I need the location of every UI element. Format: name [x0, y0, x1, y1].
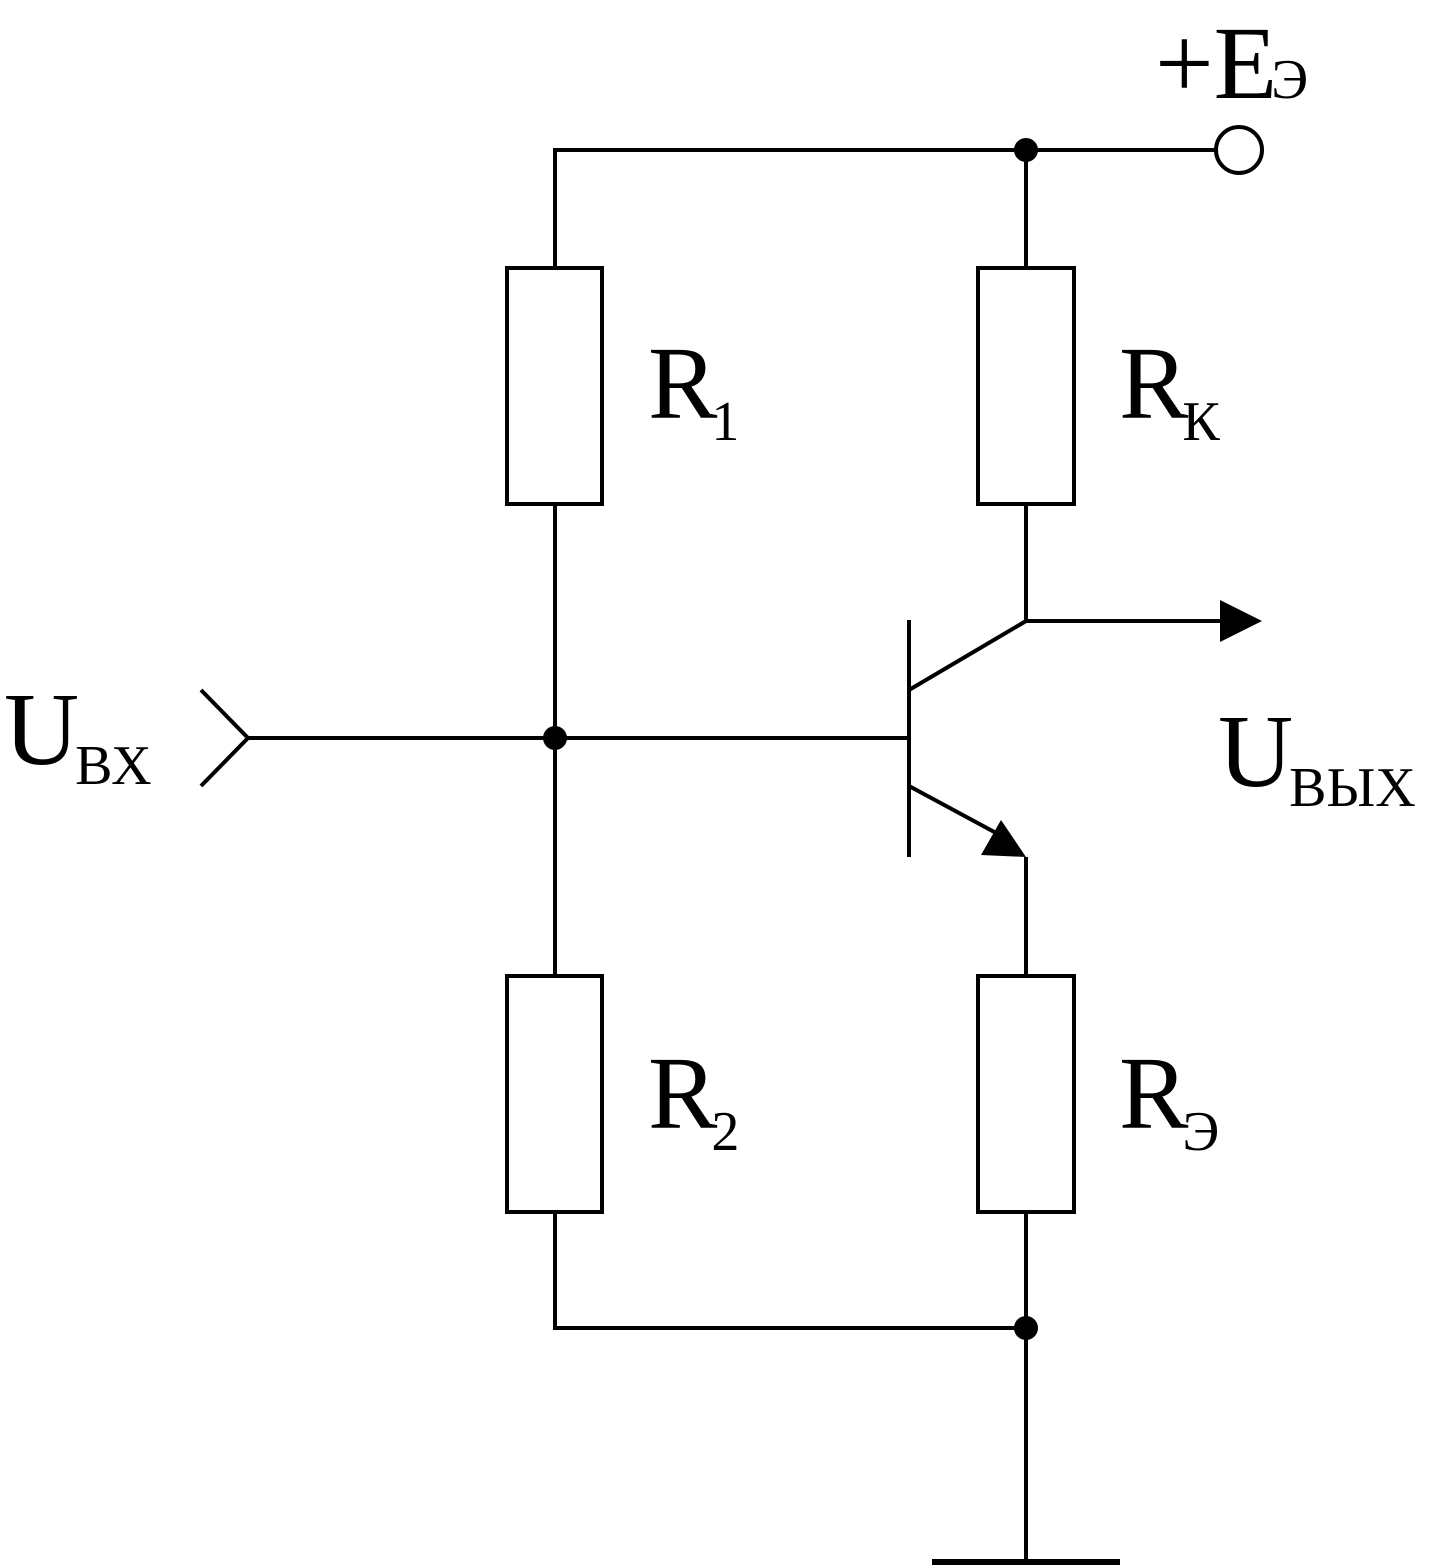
resistor-re	[976, 974, 1076, 1214]
resistor-rk	[976, 266, 1076, 506]
r2-label: R2	[648, 1036, 739, 1163]
transistor-collector-lead	[907, 619, 1028, 692]
transistor-emitter-lead	[908, 784, 999, 836]
resistor-r1	[505, 266, 604, 506]
emitter-arrow	[981, 820, 1026, 857]
input-label: UВХ	[4, 672, 152, 797]
npn-transistor	[907, 619, 1028, 857]
output-label: UВЫХ	[1218, 694, 1416, 819]
supply-rail-wire	[553, 148, 1215, 268]
supply-label: +EЭ	[1155, 6, 1308, 121]
rk-label: RК	[1119, 326, 1220, 453]
ground-junction-dot	[1014, 1316, 1038, 1340]
supply-terminal	[1214, 125, 1264, 175]
ground-return-wire	[553, 1212, 1026, 1330]
r1-label: R1	[648, 326, 739, 453]
re-label: RЭ	[1119, 1036, 1219, 1163]
output-arrow	[1220, 600, 1262, 642]
input-terminal	[199, 688, 251, 788]
resistor-r2	[505, 974, 604, 1214]
